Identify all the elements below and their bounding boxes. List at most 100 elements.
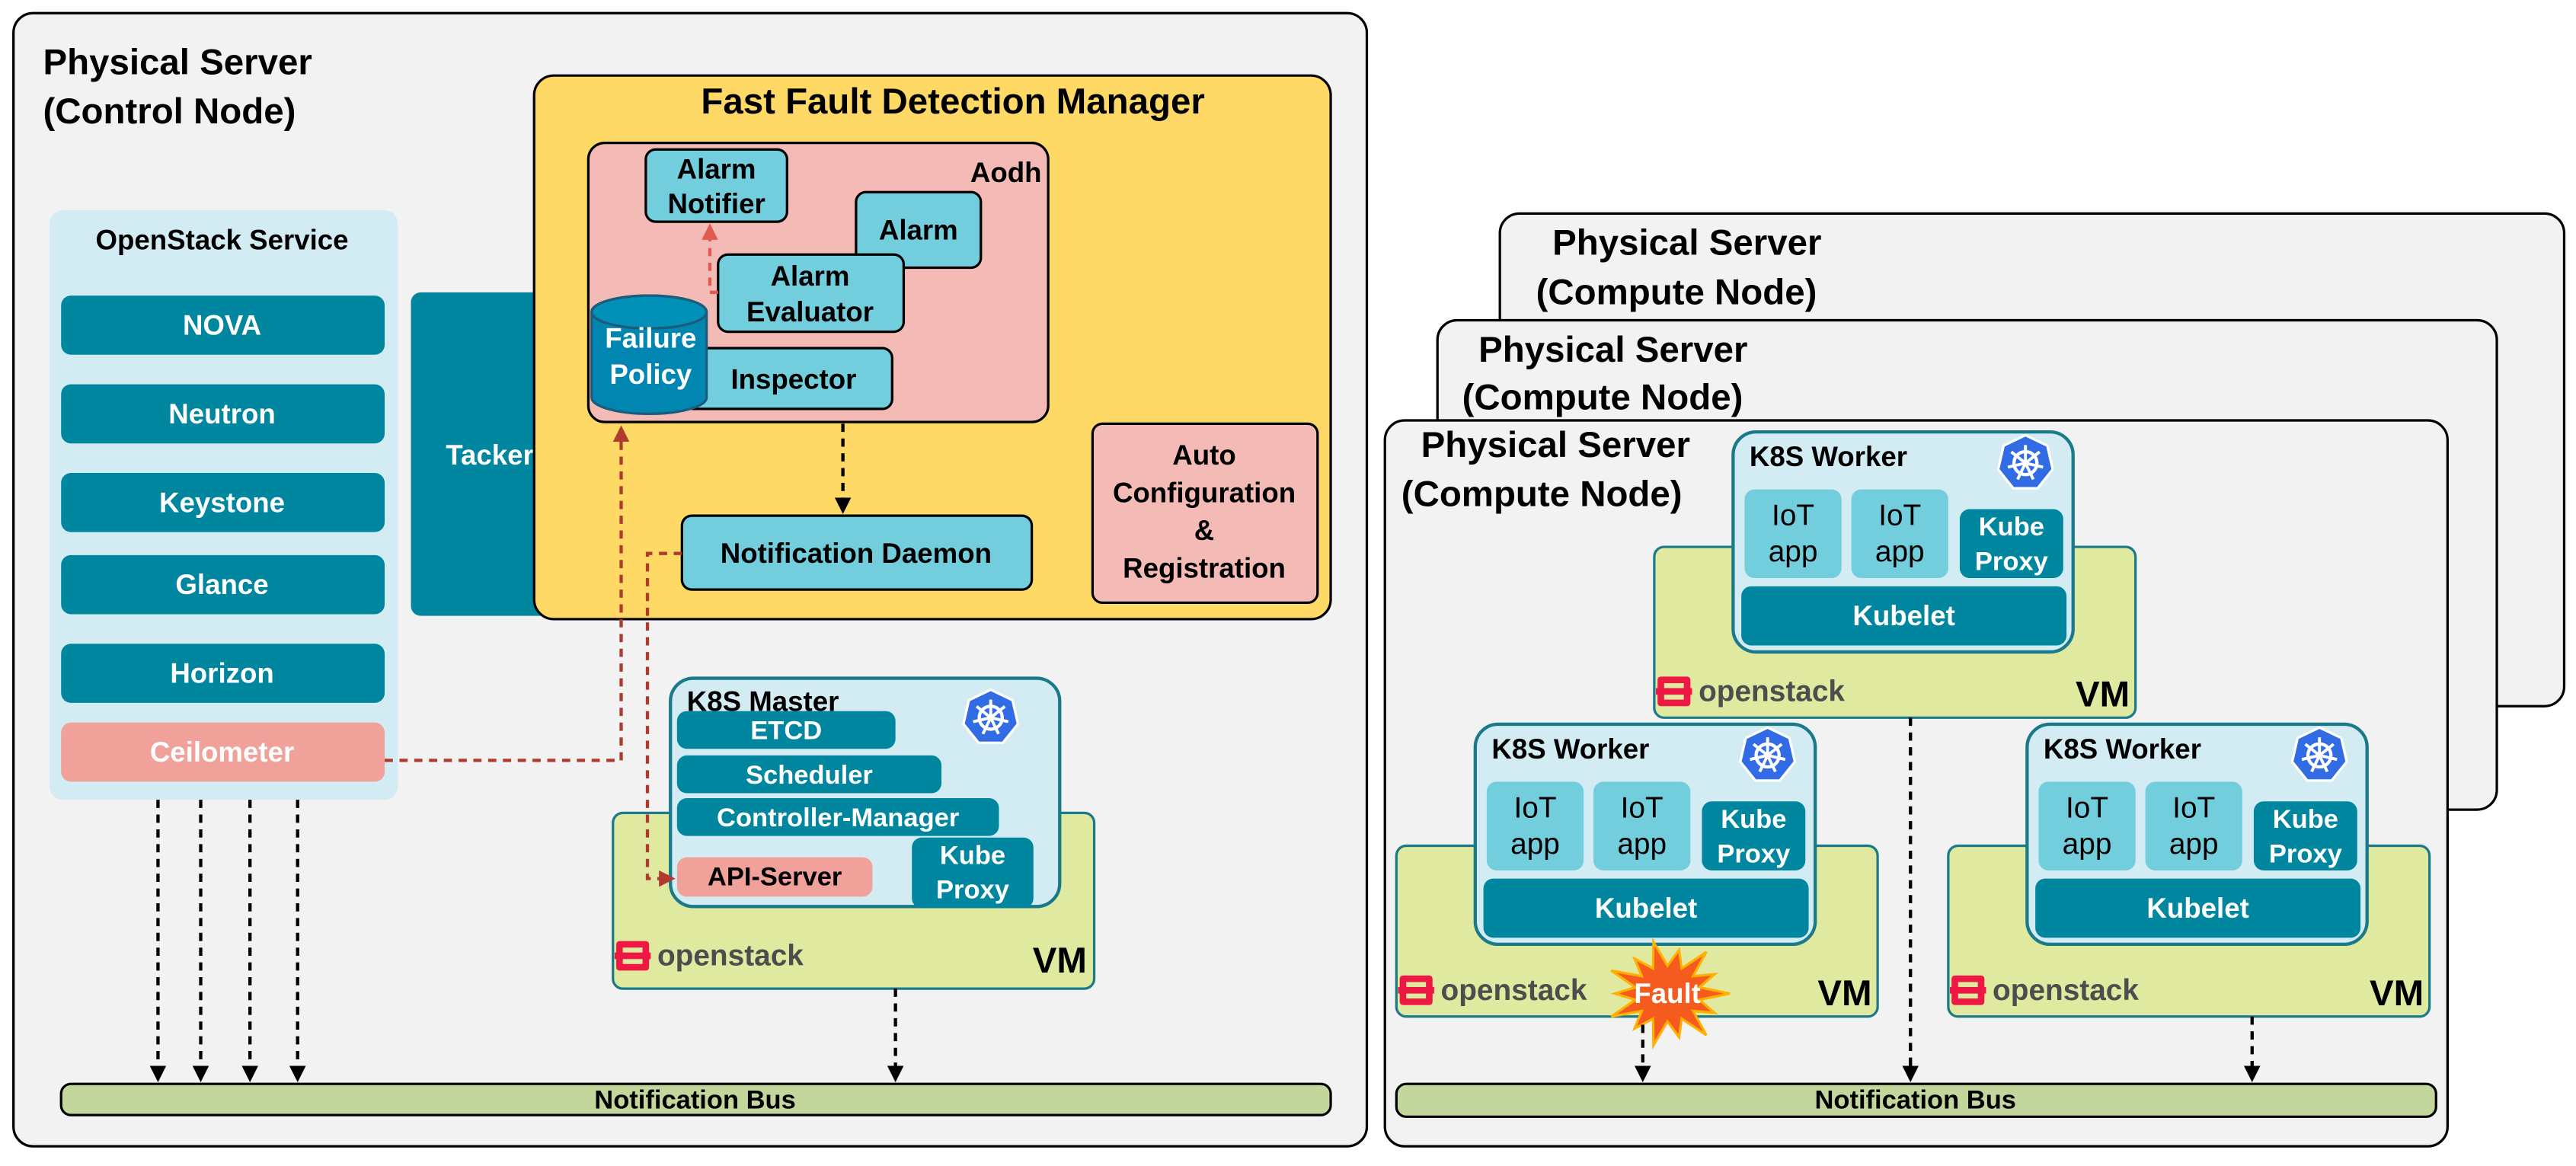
- alarm-notifier-label: Notifier: [667, 188, 765, 219]
- iot-app-label: app: [1875, 535, 1925, 568]
- worker-kube-proxy: [2253, 801, 2357, 871]
- iot-app-label: IoT: [1878, 500, 1921, 532]
- alarm-notifier-block: [644, 148, 788, 223]
- k8s-worker-title: K8S Worker: [2044, 733, 2201, 765]
- inspector-label: Inspector: [730, 364, 856, 395]
- auto-configuration-block: [1091, 422, 1319, 604]
- iot-app-block: [1851, 489, 1948, 579]
- control-vm-label: VM: [1033, 941, 1087, 981]
- kubernetes-hub: [2316, 752, 2323, 759]
- service-label-neutron: Neutron: [168, 398, 275, 430]
- auto-configuration-label: Registration: [1123, 553, 1286, 584]
- worker-kube-proxy-label: Proxy: [1717, 839, 1790, 868]
- iot-app-block: [1486, 781, 1584, 871]
- openstack-logo-text: openstack: [1699, 675, 1845, 708]
- iot-app-block: [1593, 781, 1691, 871]
- failure-policy-label: Failure: [605, 323, 696, 354]
- alarm-evaluator-label: Evaluator: [746, 296, 874, 327]
- service-neutron: [61, 384, 385, 444]
- alarm-label: Alarm: [879, 214, 958, 245]
- aodh-label: Aodh: [970, 157, 1042, 188]
- openstack-logo-icon: [614, 941, 651, 971]
- kubelet-block: [1483, 878, 1809, 938]
- worker-kube-proxy-label: Proxy: [1975, 547, 2048, 576]
- master-kube-proxy-label: Kube: [940, 841, 1005, 870]
- service-label-ceilometer: Ceilometer: [150, 736, 294, 768]
- master-component-label: ETCD: [750, 717, 822, 746]
- openstack-logo-band: [1950, 986, 1986, 994]
- kubelet-label: Kubelet: [2146, 893, 2248, 924]
- compute-notification-bus-label: Notification Bus: [1814, 1086, 2016, 1115]
- iot-app-label: app: [1617, 828, 1667, 861]
- iot-app-label: app: [1769, 535, 1818, 568]
- worker-kube-proxy-label: Kube: [1721, 805, 1786, 834]
- compute-node-subtitle: (Compute Node): [1536, 272, 1817, 312]
- alarm-notifier-label: Alarm: [677, 154, 756, 185]
- worker-kube-proxy-label: Proxy: [2269, 839, 2342, 868]
- worker-vm-label: VM: [1817, 973, 1871, 1014]
- kubelet-label: Kubelet: [1595, 893, 1697, 924]
- worker-kube-proxy: [1702, 801, 1806, 871]
- openstack-logo-text: openstack: [1441, 974, 1587, 1007]
- control-notification-bus: [59, 1082, 1332, 1116]
- master-component-label: API-Server: [708, 862, 842, 891]
- iot-app-label: app: [1510, 828, 1560, 861]
- control-node-title: Physical Server: [43, 42, 312, 82]
- compute-node-title: Physical Server: [1478, 330, 1747, 370]
- compute-node-subtitle: (Compute Node): [1462, 377, 1743, 417]
- master-component-label: Scheduler: [746, 761, 873, 790]
- openstack-logo-text: openstack: [657, 939, 804, 972]
- ceilometer-to-aodh-arrow: [385, 425, 630, 762]
- kubelet-block: [2035, 878, 2361, 938]
- kubernetes-hub: [987, 714, 995, 721]
- master-component-controller-manager: [676, 797, 999, 836]
- compute-notification-bus: [1395, 1082, 2437, 1118]
- kubelet-label: Kubelet: [1852, 600, 1954, 631]
- service-nova: [61, 295, 385, 355]
- iot-app-label: IoT: [2172, 791, 2215, 824]
- service-horizon: [61, 644, 385, 703]
- service-glance: [61, 554, 385, 615]
- openstack-service-title: OpenStack Service: [96, 224, 349, 255]
- service-label-keystone: Keystone: [159, 487, 285, 518]
- openstack-logo-text: openstack: [1993, 974, 2139, 1007]
- openstack-logo-band: [1656, 688, 1692, 695]
- alarm-evaluator-label: Alarm: [771, 260, 850, 292]
- openstack-logo-band: [614, 952, 651, 960]
- iot-app-label: IoT: [1772, 500, 1814, 532]
- openstack-logo-band: [1398, 986, 1434, 994]
- daemon-to-api-server-arrow: [645, 551, 682, 887]
- tacker-block: [411, 292, 570, 616]
- master-component-etcd: [676, 711, 896, 749]
- auto-configuration-label: &: [1194, 515, 1214, 546]
- worker-kube-proxy-label: Kube: [2273, 805, 2338, 834]
- tacker-label: Tacker: [446, 439, 533, 471]
- worker-kube-proxy-label: Kube: [1979, 513, 2044, 541]
- iot-app-label: IoT: [1621, 791, 1664, 824]
- control-node-title: (Control Node): [43, 91, 296, 132]
- kubernetes-icon: [2290, 726, 2348, 782]
- k8s-worker-title: K8S Worker: [1750, 441, 1907, 472]
- worker-vm-label: VM: [2076, 675, 2130, 715]
- service-label-nova: NOVA: [183, 309, 261, 340]
- iot-app-block: [2038, 781, 2136, 871]
- kubelet-block: [1741, 586, 2067, 646]
- evaluator-to-notifier-arrow: [702, 223, 718, 294]
- fault-burst-icon: [1610, 937, 1731, 1050]
- openstack-logo-icon: [1950, 975, 1986, 1005]
- kubernetes-icon: [962, 688, 1020, 744]
- master-kube-proxy: [912, 837, 1034, 909]
- service-label-horizon: Horizon: [170, 658, 273, 689]
- failure-policy-database-top: [590, 294, 708, 330]
- iot-app-label: IoT: [1513, 791, 1556, 824]
- master-component-label: Controller-Manager: [717, 803, 959, 832]
- service-ceilometer: [61, 722, 385, 782]
- kubernetes-icon: [1739, 726, 1797, 782]
- service-label-glance: Glance: [175, 569, 268, 600]
- control-notification-bus-label: Notification Bus: [594, 1086, 796, 1115]
- service-keystone: [61, 473, 385, 532]
- compute-node-title: Physical Server: [1421, 425, 1690, 465]
- master-component-scheduler: [676, 755, 942, 794]
- fault-label: Fault: [1634, 978, 1701, 1009]
